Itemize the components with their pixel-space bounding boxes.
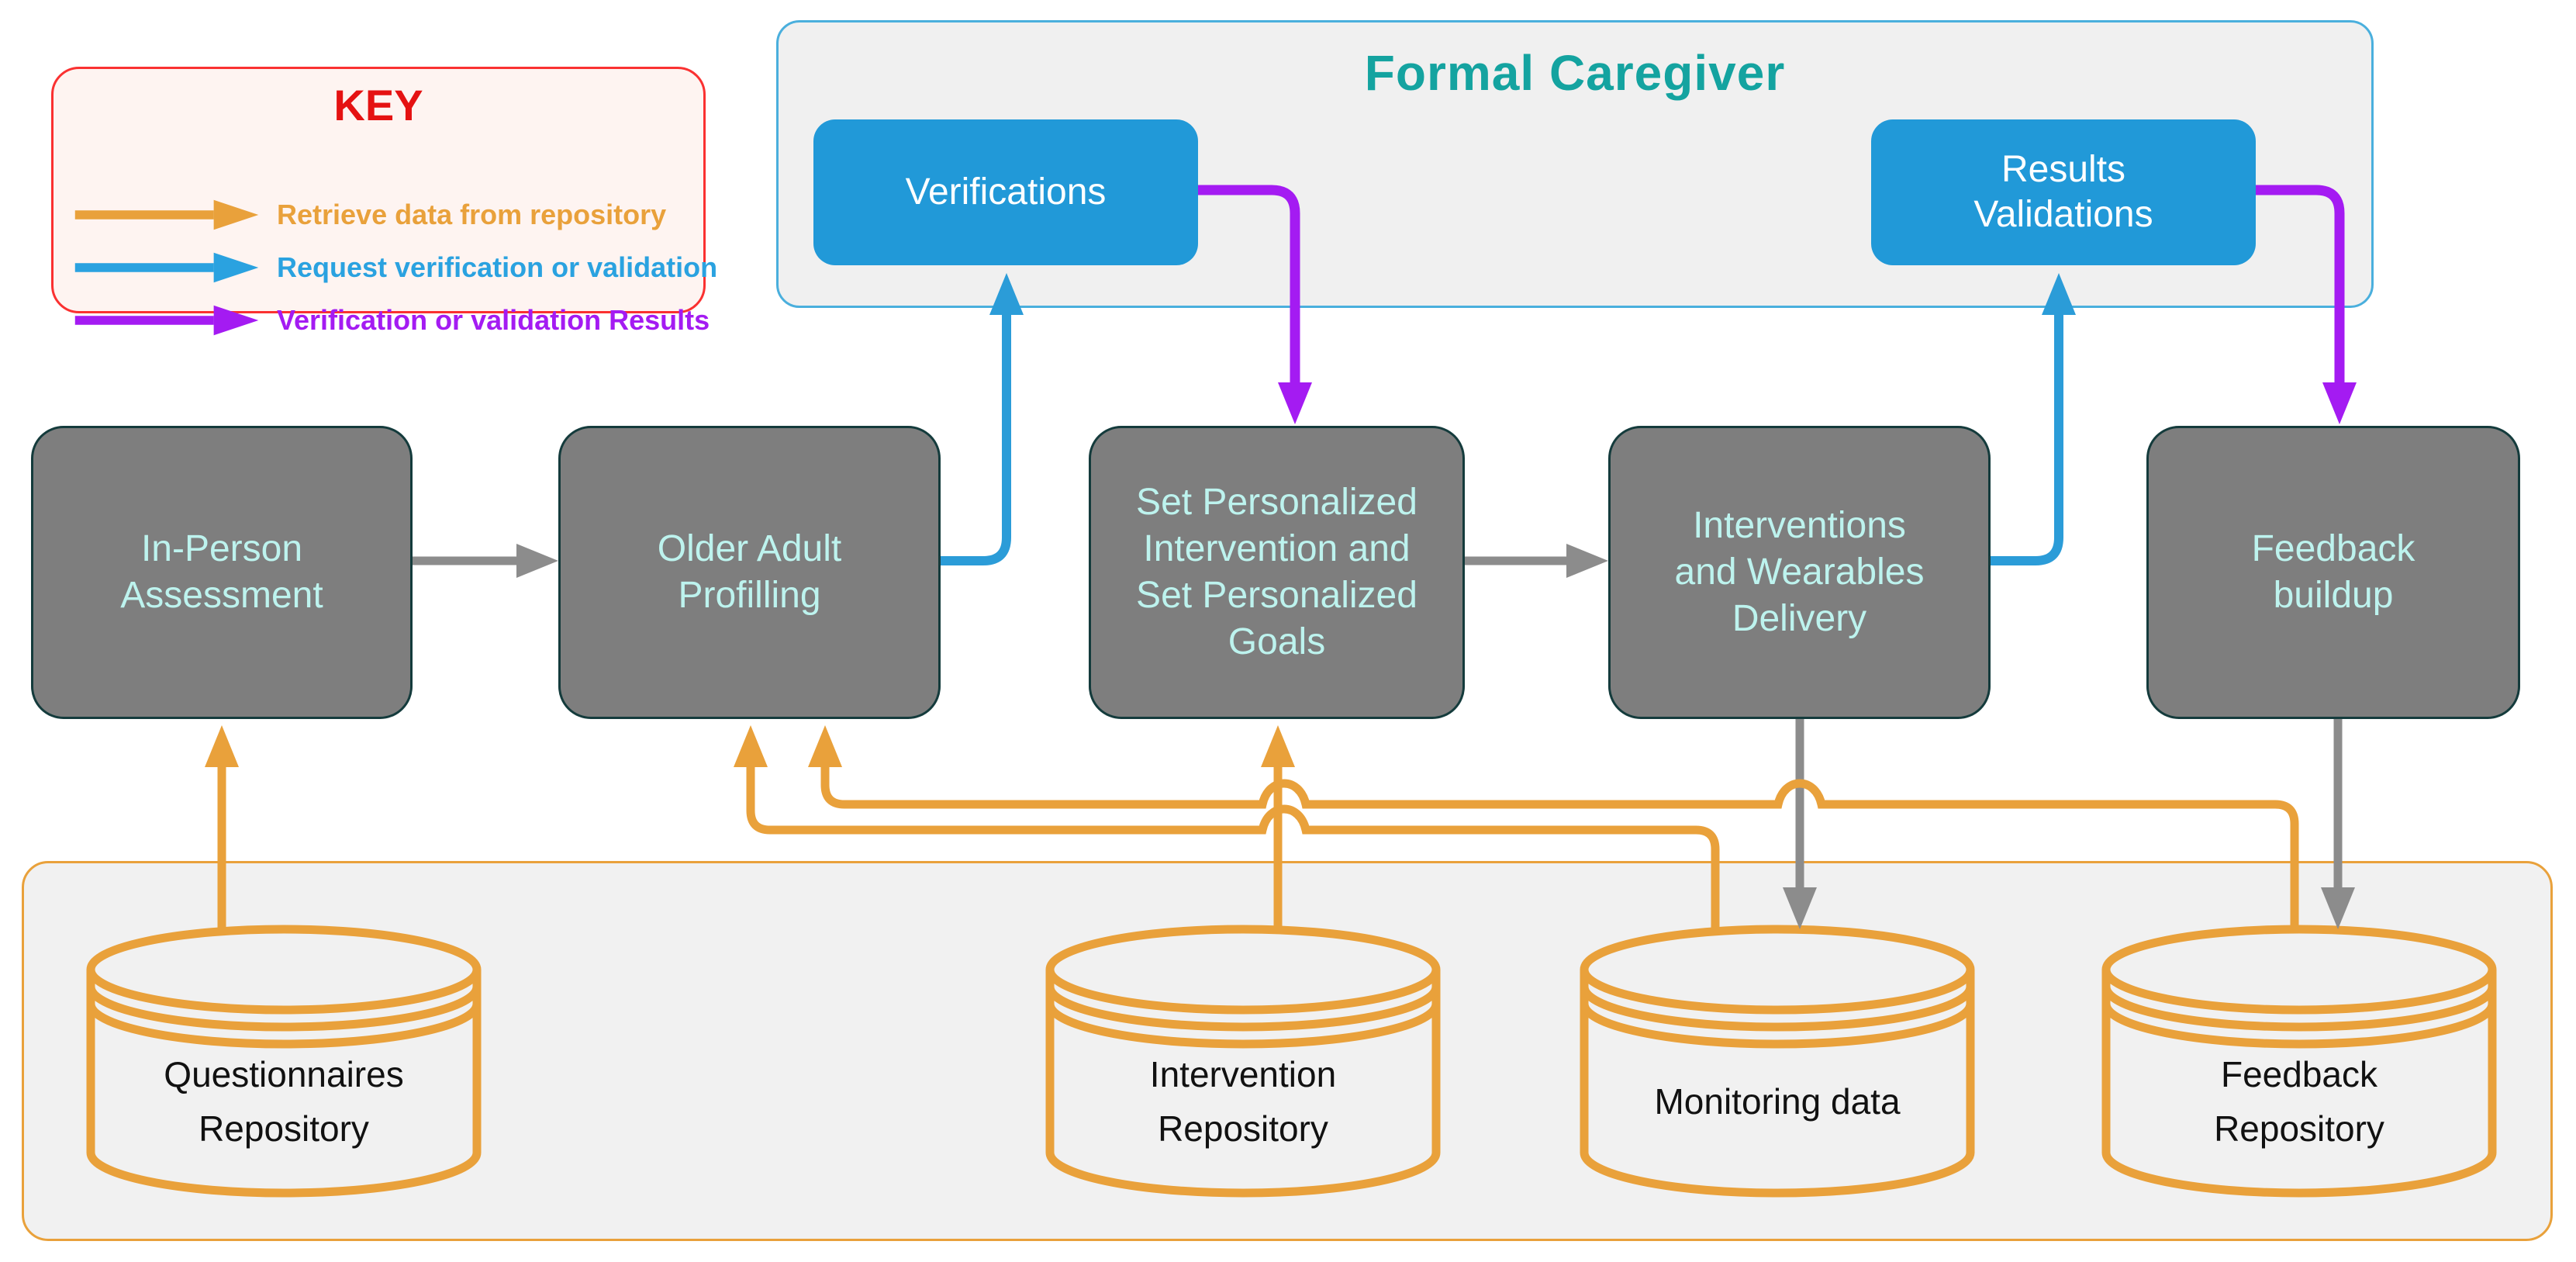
orange-arrow-icon xyxy=(74,199,259,230)
node-in-person-assessment: In-Person Assessment xyxy=(31,426,413,719)
arrow-interventions-to-resultsvalidations xyxy=(1991,273,2076,565)
legend-item-request-verification: Request verification or validation xyxy=(71,249,717,286)
node-verifications-label: Verifications xyxy=(905,171,1107,213)
repo-feedback-label: Feedback Repository xyxy=(2214,1054,2384,1149)
node-set-personalized-goals: Set Personalized Intervention and Set Pe… xyxy=(1089,426,1465,719)
legend-label-verification-results: Verification or validation Results xyxy=(277,304,710,336)
repo-intervention: Intervention Repository xyxy=(1045,923,1441,1198)
purple-arrow-icon xyxy=(74,305,259,336)
node-older-adult-profilling: Older Adult Profilling xyxy=(558,426,941,719)
legend-label-request-verification: Request verification or validation xyxy=(277,251,718,283)
legend-item-retrieve-data: Retrieve data from repository xyxy=(71,196,666,233)
node-results-validations: Results Validations xyxy=(1871,119,2256,265)
legend-item-verification-results: Verification or validation Results xyxy=(71,302,710,339)
database-cylinder-icon xyxy=(1045,925,1441,1198)
formal-caregiver-title: Formal Caregiver xyxy=(1364,45,1786,101)
repo-questionnaires-label: Questionnaires Repository xyxy=(164,1054,404,1149)
key-legend: KEY Retrieve data from repository Reques… xyxy=(51,67,717,336)
repo-intervention-label: Intervention Repository xyxy=(1149,1054,1337,1149)
repo-feedback: Feedback Repository xyxy=(2101,923,2497,1198)
repo-monitoring-data-label: Monitoring data xyxy=(1654,1081,1901,1122)
repo-monitoring-data: Monitoring data xyxy=(1580,923,1975,1198)
legend-label-retrieve-data: Retrieve data from repository xyxy=(277,199,667,230)
node-feedback-buildup: Feedback buildup xyxy=(2146,426,2520,719)
database-cylinder-icon xyxy=(1580,925,1975,1198)
database-cylinder-icon xyxy=(86,925,482,1198)
node-interventions-wearables-delivery: Interventions and Wearables Delivery xyxy=(1608,426,1991,719)
repo-questionnaires: Questionnaires Repository xyxy=(86,923,482,1198)
database-cylinder-icon xyxy=(2101,925,2497,1198)
node-verifications: Verifications xyxy=(813,119,1198,265)
key-legend-title: KEY xyxy=(333,81,423,130)
blue-arrow-icon xyxy=(74,252,259,283)
arrow-olderadult-to-verifications xyxy=(941,273,1024,565)
